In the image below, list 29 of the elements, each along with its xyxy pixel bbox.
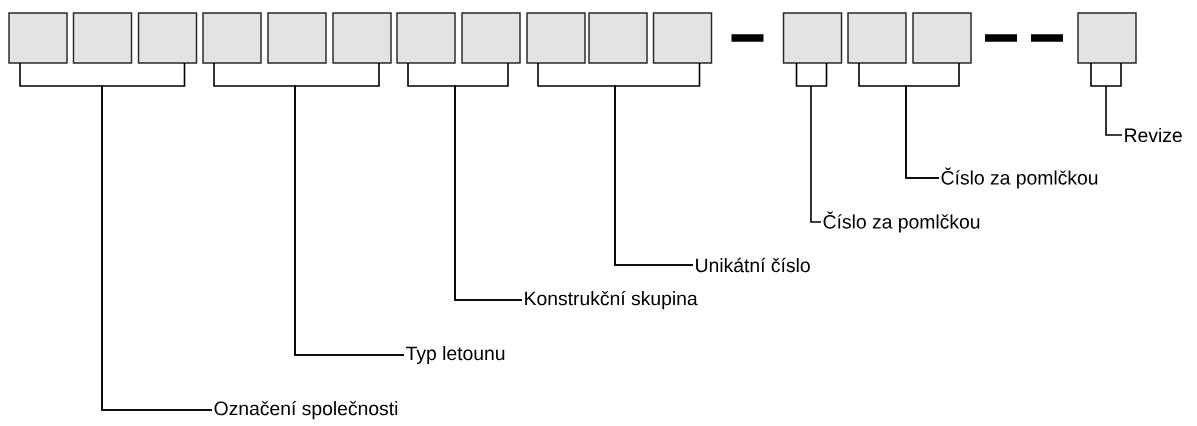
character-box (782, 12, 843, 64)
character-box (267, 12, 327, 64)
part-label: Revize (1125, 127, 1182, 143)
leader-line (905, 62, 960, 179)
leader-line (614, 62, 701, 266)
leader-line (294, 62, 405, 356)
part-label: Typ letounu (406, 346, 505, 364)
leader-line (1090, 62, 1123, 136)
character-box (588, 12, 648, 64)
character-box (912, 12, 972, 64)
part-label: Unikátní číslo (696, 257, 810, 273)
character-box (847, 12, 907, 64)
character-box (137, 12, 198, 64)
character-box (72, 12, 133, 64)
character-box (461, 12, 521, 64)
character-box (202, 12, 262, 64)
character-box (652, 12, 713, 64)
character-box (396, 12, 456, 64)
part-label: Označení společnosti (214, 400, 398, 420)
leader-line (454, 62, 523, 301)
character-box (332, 12, 392, 64)
character-box (8, 12, 68, 64)
leader-line (795, 62, 828, 223)
part-label: Číslo za pomlčkou (941, 167, 1098, 189)
leader-line (101, 62, 213, 411)
part-label: Číslo za pomlčkou (823, 211, 980, 233)
character-box (1077, 12, 1137, 64)
character-box (526, 12, 586, 64)
part-label: Konstrukční skupina (525, 290, 698, 310)
